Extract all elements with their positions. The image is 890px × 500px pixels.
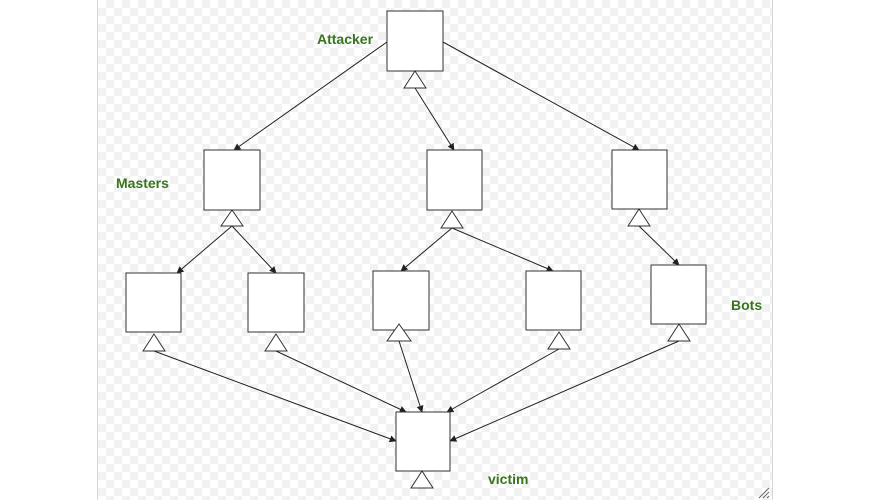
edge-attacker-master-1 xyxy=(233,41,388,151)
diagram-canvas xyxy=(97,0,773,500)
edges-bots-to-victim xyxy=(153,340,680,443)
bot-node-5[interactable] xyxy=(650,264,707,325)
edge-master3-bot5 xyxy=(638,225,680,266)
bot-5-port-triangle xyxy=(667,323,691,342)
edge-bot5-victim xyxy=(449,340,680,442)
edges-masters-to-bots xyxy=(176,225,680,274)
master-2-port-triangle xyxy=(440,210,464,229)
bot-node-3[interactable] xyxy=(372,270,430,331)
bot-node-4[interactable] xyxy=(525,270,582,331)
bot-3-port-triangle xyxy=(386,323,412,342)
nodes xyxy=(125,10,707,489)
attacker-label: Attacker xyxy=(317,31,374,47)
edge-master1-bot1 xyxy=(176,225,233,274)
edge-attacker-master-3 xyxy=(442,41,640,151)
edge-master2-bot4 xyxy=(451,227,554,272)
victim-node[interactable] xyxy=(395,411,451,472)
bots-label: Bots xyxy=(731,297,762,313)
edge-bot2-victim xyxy=(275,350,407,413)
edge-bot4-victim xyxy=(446,348,560,413)
bot-2-port-triangle xyxy=(264,333,288,352)
edge-attacker-master-2 xyxy=(414,87,455,151)
bot-1-port-triangle xyxy=(142,333,166,352)
master-node-3[interactable] xyxy=(611,149,668,210)
master-3-port-triangle xyxy=(627,208,651,227)
master-node-1[interactable] xyxy=(203,149,261,211)
attacker-port-triangle xyxy=(403,70,427,89)
bot-node-1[interactable] xyxy=(125,272,182,333)
attacker-node[interactable] xyxy=(386,10,444,72)
resize-grip-icon[interactable] xyxy=(758,487,770,499)
victim-label: victim xyxy=(488,471,528,487)
edge-master2-bot3 xyxy=(400,227,453,272)
bot-4-port-triangle xyxy=(547,331,571,350)
masters-label: Masters xyxy=(116,175,169,191)
edge-bot3-victim xyxy=(398,340,424,413)
master-1-port-triangle xyxy=(220,209,244,227)
bot-node-2[interactable] xyxy=(247,272,305,333)
victim-port-triangle xyxy=(410,470,434,489)
master-node-2[interactable] xyxy=(426,149,483,211)
edge-bot1-victim xyxy=(153,350,397,443)
edge-master1-bot2 xyxy=(231,225,277,274)
edges-attacker-to-masters xyxy=(233,41,640,151)
